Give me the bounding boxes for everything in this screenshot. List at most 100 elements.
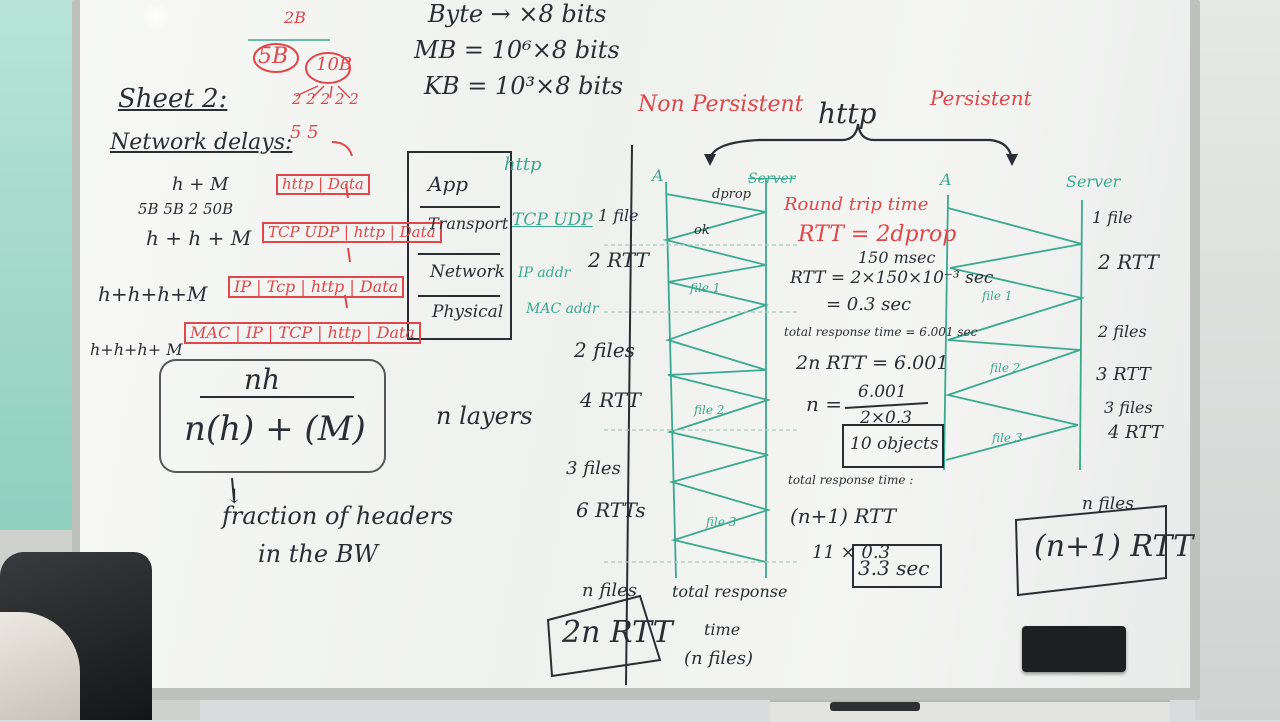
right-wall [1195, 0, 1280, 720]
marker [830, 702, 920, 711]
p-label-4rtt: 4 RTT [1108, 422, 1163, 443]
rtt-calc: 11 × 0.3 [812, 542, 891, 563]
persistent-title: Persistent [930, 86, 1032, 110]
byte-sizes: 5B 5B 2 50B [138, 200, 234, 218]
np-axis-server: Server [748, 171, 796, 187]
p-n-files: n files [1082, 494, 1134, 514]
np-caption-2: time [704, 620, 741, 639]
packet-4-mac: MAC [190, 323, 231, 342]
np-label-2rtt: 2 RTT [588, 248, 649, 272]
p-axis-a: A [940, 170, 952, 189]
np-axis-file1: file 1 [690, 281, 721, 295]
rtt-den: 2×0.3 [860, 408, 913, 428]
p-file1: file 1 [982, 289, 1013, 303]
label-twos: 2 2 2 2 2 [292, 90, 359, 108]
stack-transport: Transport [428, 214, 509, 233]
packet-2: TCP UDP | http | Data [262, 222, 442, 243]
np-label-2files: 2 files [574, 338, 635, 362]
p-axis-server: Server [1066, 172, 1121, 191]
stack-label-ip: IP addr [518, 265, 571, 281]
non-persistent-title: Non Persistent [638, 92, 804, 117]
np-n-files: n files [582, 580, 637, 601]
network-delays-title: Network delays: [110, 130, 293, 155]
stack-physical: Physical [432, 302, 504, 322]
p-label-2rtt: 2 RTT [1098, 250, 1159, 274]
fraction-caption-1: fraction of headers [222, 502, 454, 530]
packet-4: MAC | IP | TCP | http | Data [184, 322, 421, 344]
stack-app: App [428, 172, 469, 196]
packet-4-http: http [327, 323, 362, 342]
np-label-3files: 3 files [566, 458, 621, 479]
rtt-n-eq: n = [806, 392, 842, 416]
stack-network: Network [430, 262, 505, 282]
p-label-3files: 3 files [1104, 398, 1153, 417]
np-axis-file3: file 3 [706, 515, 737, 529]
glare-spot [140, 4, 172, 30]
packet-4-tcp: TCP [278, 323, 313, 342]
label-split: 5 5 [290, 122, 319, 143]
np-caption-3: (n files) [684, 648, 754, 669]
formula-hhh-m: h+h+h+M [98, 282, 208, 306]
label-5b: 5B [258, 44, 289, 69]
formula-hh-m: h + h + M [146, 226, 252, 250]
http-title: http [818, 97, 877, 130]
packet-3-ip: IP [234, 277, 252, 296]
label-2b: 2B [284, 8, 306, 27]
mb-line: MB = 10⁶×8 bits [414, 36, 620, 64]
np-formula: 2n RTT [562, 615, 673, 650]
packet-2-data: Data [399, 223, 436, 241]
packet-3-http: http [310, 277, 345, 296]
sheet-title: Sheet 2: [118, 84, 228, 114]
eraser [1022, 626, 1126, 672]
packet-4-data: Data [376, 323, 415, 342]
packet-1-http: http [282, 175, 314, 193]
n-layers: n layers [436, 402, 533, 430]
packet-3-data: Data [359, 277, 399, 296]
rtt-title-2: RTT = 2dprop [798, 222, 957, 247]
np-axis-ok: ok [694, 223, 710, 238]
fraction-caption-2: in the BW [258, 540, 378, 568]
packet-3: IP | Tcp | http | Data [228, 276, 405, 298]
np-label-4rtt: 4 RTT [580, 388, 641, 412]
np-axis-dprop: dprop [712, 187, 752, 202]
np-label-6rtts: 6 RTTs [576, 498, 646, 522]
np-label-1file: 1 file [598, 206, 639, 225]
np-caption-1: total response [672, 582, 788, 601]
packet-1-data: Data [327, 175, 364, 193]
label-10b: 10B [316, 54, 353, 75]
packet-2-tcp: TCP UDP [268, 223, 340, 241]
stack-label-mac: MAC addr [526, 301, 599, 317]
np-axis-file2: file 2 [694, 403, 725, 417]
p-file3: file 3 [992, 431, 1023, 445]
rtt-num: 6.001 [858, 382, 907, 402]
rtt-eq1: 2n RTT = 6.001 [796, 352, 949, 374]
stack-label-http: http [504, 154, 542, 175]
rtt-n1rtt: (n+1) RTT [790, 504, 897, 528]
p-label-3rtt: 3 RTT [1096, 364, 1151, 385]
fraction-numerator: nh [244, 363, 281, 396]
formula-hhhh-m: h+h+h+ M [90, 340, 183, 359]
rtt-msec: 150 msec [858, 248, 936, 267]
rtt-total-resp2: total response time : [788, 473, 914, 487]
stack-label-tcp: TCP UDP [512, 210, 593, 230]
teal-wall [0, 0, 80, 530]
rtt-total-resp: total response time = 6.001 sec [784, 325, 978, 339]
np-axis-a: A [652, 166, 664, 185]
rtt-result: 3.3 sec [858, 556, 930, 580]
rtt-val: = 0.3 sec [826, 294, 912, 315]
packet-1: http | Data [276, 174, 370, 195]
packet-4-ip: IP [245, 323, 263, 342]
rtt-title-1: Round trip time [784, 194, 929, 215]
p-formula: (n+1) RTT [1034, 529, 1194, 564]
rtt-objects: 10 objects [850, 434, 939, 454]
p-label-1file: 1 file [1092, 208, 1133, 227]
rtt-expr: RTT = 2×150×10⁻³ sec [790, 268, 994, 288]
fraction-denominator: n(h) + (M) [184, 409, 366, 449]
p-file2: file 2 [990, 361, 1021, 375]
p-label-2files: 2 files [1098, 322, 1147, 341]
packet-3-tcp: Tcp [266, 277, 296, 296]
formula-h-m: h + M [172, 174, 229, 195]
packet-2-http: http [353, 223, 386, 241]
fraction-arrow: ↓ [226, 484, 243, 508]
